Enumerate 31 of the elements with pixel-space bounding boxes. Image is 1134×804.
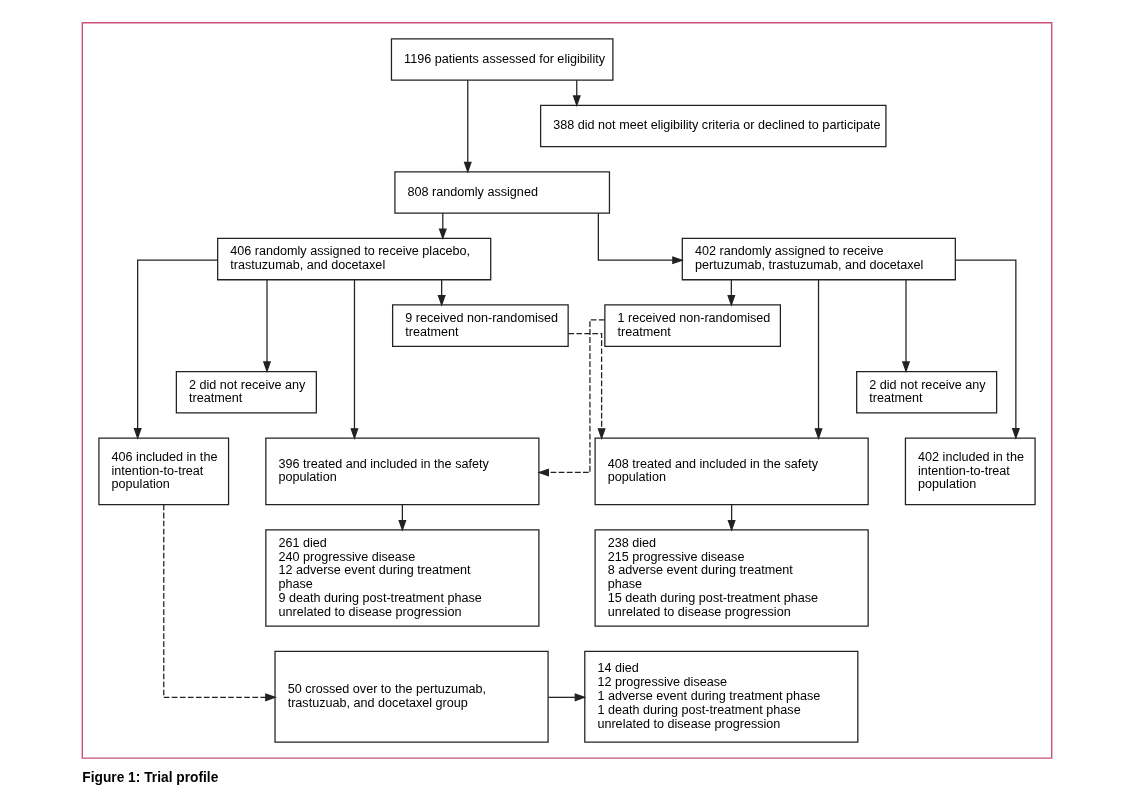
node-box: 261 died 240 progressive disease 12 adverse event during treatment phase 9 death during post-treatment phase unrelated to disease progression (265, 528, 540, 627)
node-box: 238 died 215 progressive disease 8 adverse event during treatment phase 15 death during post-treatment phase unrelated to disease progression (594, 528, 869, 627)
node-box: 402 included in the intention-to-treat population (904, 436, 1036, 505)
node-box: 808 randomly assigned (394, 170, 611, 214)
arrow (463, 79, 472, 173)
arrow (133, 259, 219, 440)
arrow (350, 278, 359, 440)
node-box: 2 did not receive any treatment (175, 370, 317, 413)
arrow (597, 212, 684, 264)
arrow (567, 332, 606, 440)
node-box: 406 randomly assigned to receive placebo, trastuzumab, and docetaxel (217, 237, 492, 280)
arrow (262, 278, 272, 373)
node-box: 14 died 12 progressive disease 1 adverse event during treatment phase 1 death during post-treatment phase unrelated to disease progression (584, 650, 859, 743)
arrow (547, 692, 587, 701)
node-box: 1196 patients assessed for eligibility (390, 37, 614, 81)
arrow (955, 259, 1020, 440)
node-box: 402 randomly assigned to receive pertuzumab, trastuzumab, and docetaxel (681, 237, 956, 280)
arrow (537, 318, 606, 477)
node-box: 408 treated and included in the safety population (594, 436, 869, 505)
node-box: 388 did not meet eligibility criteria or declined to participate (540, 104, 887, 147)
arrow (163, 503, 277, 701)
cluster (81, 21, 1053, 759)
arrow (814, 278, 823, 440)
node-box: 396 treated and included in the safety population (265, 436, 540, 505)
node-box: 2 did not receive any treatment (856, 370, 998, 413)
node-box: 406 included in the intention-to-treat population (98, 436, 230, 505)
arrow (901, 278, 911, 373)
caption: Figure 1: Trial profile (82, 769, 219, 785)
node-box: 9 received non-randomised treatment (392, 303, 569, 347)
node-box: 1 received non-randomised treatment (604, 303, 781, 347)
node-box: 50 crossed over to the pertuzumab, trastuzuab, and docetaxel group (274, 650, 549, 743)
